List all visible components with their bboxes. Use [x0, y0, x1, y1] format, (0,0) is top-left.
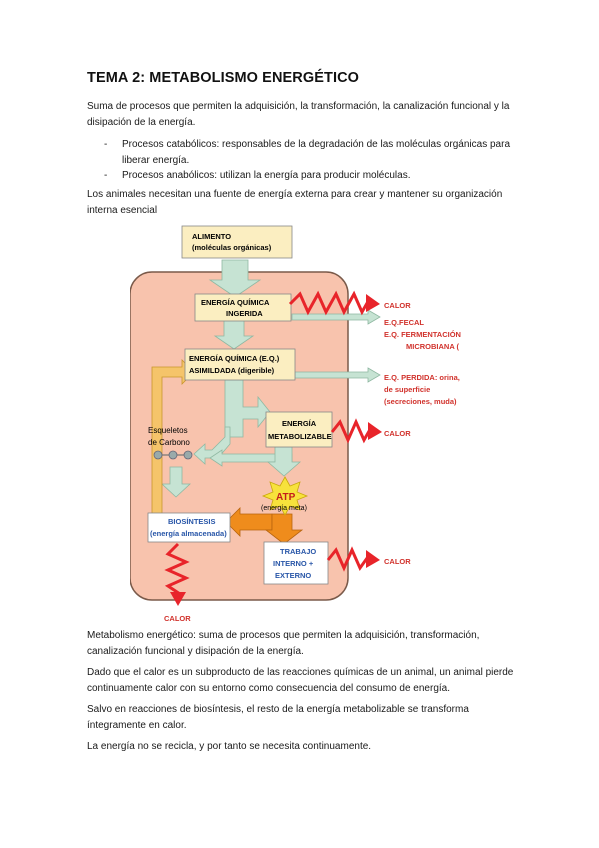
bullet-anabolic: Procesos anabólicos: utilizan la energía… — [122, 170, 411, 181]
arrow-to-carbon — [193, 426, 231, 465]
paragraph-recycle: La energía no se recicla, y por tanto se… — [87, 741, 372, 752]
atp-label: ATP — [276, 492, 296, 503]
bullet-catabolic: Procesos catabólicos: responsables de la… — [122, 139, 511, 166]
atp-burst-icon — [261, 476, 309, 516]
metabolizable-sublabel: METABOLIZABLE — [268, 432, 332, 441]
arrow-to-atp — [266, 446, 302, 477]
arrow-lost — [294, 367, 381, 383]
energy-flow-diagram: ALIMENTO (moléculas orgánicas) ENERGÍA Q… — [129, 222, 520, 623]
biosynthesis-sublabel: (energía almacenada) — [150, 529, 227, 538]
metabolizable-energy-box — [265, 411, 333, 448]
food-box — [181, 225, 293, 259]
atp-meta-label: (energía meta) — [261, 505, 307, 512]
lost-energy-label: E.Q. PERDIDA: orina, — [384, 373, 460, 382]
arrow-atp-to-work — [264, 513, 304, 545]
work-sublabel-2: EXTERNO — [275, 571, 311, 580]
biosynthesis-box — [147, 512, 231, 543]
page-title: TEMA 2: METABOLISMO ENERGÉTICO — [87, 70, 360, 86]
lost-energy-sublabel-2: (secreciones, muda) — [384, 397, 457, 406]
ingested-label: ENERGÍA QUÍMICA — [201, 298, 270, 307]
paragraph-heat: Dado que el calor es un subproducto de l… — [87, 667, 514, 694]
assimilated-sublabel: ASIMILDADA (digerible) — [189, 366, 275, 375]
work-sublabel-1: INTERNO + — [273, 559, 314, 568]
paragraph-biosynthesis: Salvo en reacciones de biosíntesis, el r… — [87, 704, 469, 731]
work-box — [263, 541, 329, 585]
food-sublabel: (moléculas orgánicas) — [192, 243, 272, 252]
intro-paragraph: Suma de procesos que permiten la adquisi… — [87, 101, 510, 128]
assimilated-energy-box — [184, 348, 296, 381]
fermentation-label: E.Q. FERMENTACIÓN — [384, 330, 461, 339]
animals-paragraph: Los animales necesitan una fuente de ene… — [87, 189, 503, 216]
heat-wave-1 — [288, 290, 372, 316]
heat-label-3: CALOR — [384, 557, 411, 566]
arrow-fecal — [291, 309, 381, 325]
fecal-label: E.Q.FECAL — [384, 318, 424, 327]
paragraph-metabolism: Metabolismo energético: suma de procesos… — [87, 630, 480, 657]
fermentation-sublabel: MICROBIANA ( — [406, 342, 460, 351]
carbon-skeleton-label: Esqueletos — [148, 426, 188, 435]
heat-label-1: CALOR — [384, 301, 411, 310]
heat-wave-3 — [326, 546, 372, 572]
arrow-food-to-ingested — [208, 259, 262, 298]
heat-label-bottom: CALOR — [164, 614, 191, 622]
food-label: ALIMENTO — [192, 232, 231, 241]
arrow-down-main — [224, 379, 271, 438]
ingested-sublabel: INGERIDA — [226, 309, 263, 318]
assimilated-label: ENERGÍA QUÍMICA (E.Q.) — [189, 354, 280, 363]
carbon-skeleton-sublabel: de Carbono — [148, 438, 190, 447]
biosynthesis-label: BIOSÍNTESIS — [168, 517, 216, 526]
process-list: -Procesos catabólicos: responsables de l… — [104, 137, 514, 184]
list-item: -Procesos catabólicos: responsables de l… — [104, 139, 511, 166]
list-item: -Procesos anabólicos: utilizan la energí… — [104, 170, 411, 181]
heat-label-2: CALOR — [384, 429, 411, 438]
carbon-chain-icon — [153, 450, 193, 460]
arrow-carbon-down — [160, 466, 192, 498]
heat-wave-bottom — [164, 542, 190, 596]
ingested-energy-box — [194, 293, 292, 322]
heat-wave-2 — [330, 418, 374, 444]
lost-energy-sublabel-1: de superficie — [384, 385, 430, 394]
work-label: TRABAJO — [280, 547, 316, 556]
arrow-ingested-to-assimilated — [213, 319, 255, 350]
metabolizable-label: ENERGÍA — [282, 419, 317, 428]
